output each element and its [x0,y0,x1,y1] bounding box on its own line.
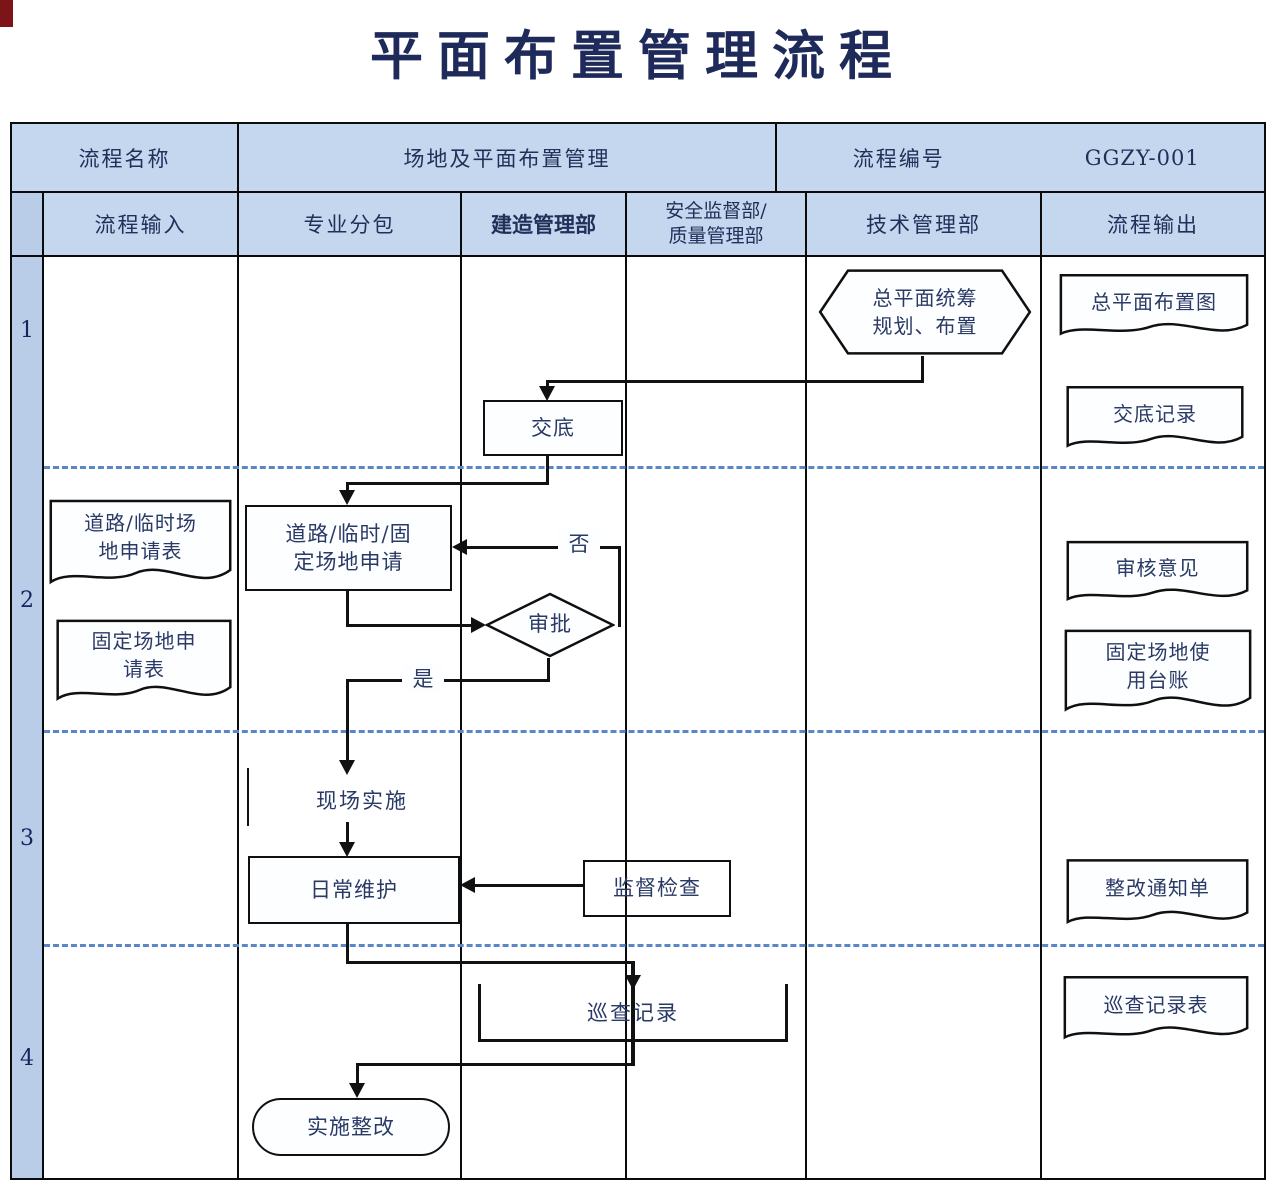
lane-header-subcontractor: 专业分包 [237,191,462,257]
document-rectification-notice: 整改通知单 [1065,858,1250,936]
lane-header-technical-dept: 技术管理部 [805,191,1042,257]
patrol-bracket-left [478,984,481,1042]
lane-header-process-output: 流程输出 [1040,191,1266,257]
connector-yes [346,679,550,682]
node-site-implementation: 现场实施 [316,789,408,813]
body-border-right [1264,255,1266,1180]
connector-no-loop [464,546,621,549]
connector [346,482,349,494]
box-briefing: 交底 [483,400,623,456]
lane-divider-4 [805,255,807,1180]
connector [356,1063,359,1086]
document-review-opinion: 审核意见 [1065,540,1250,612]
lane-header-safety-quality-dept: 安全监督部/ 质量管理部 [625,191,807,257]
arrowhead-into-rectify [349,1083,365,1098]
document-fixed-site-ledger: 固定场地使 用台账 [1063,628,1253,725]
label-no: 否 [558,528,600,558]
header-cell-process-code: 流程编号 GGZY-001 [775,122,1266,193]
connector [356,1063,635,1066]
corner-mark [0,0,13,27]
diamond-approval: 审批 [485,592,615,658]
lane-divider-1 [237,255,239,1180]
row-number-1: 1 [20,318,34,343]
lane-divider-2 [460,255,462,1180]
header-cell-process-name-label: 流程名称 [10,122,239,193]
connector [346,482,549,485]
body-border-bottom [10,1178,1266,1180]
arrowhead-into-apply [339,490,355,505]
document-fixed-site-application: 固定场地申 请表 [55,618,233,714]
row-number-column [10,255,44,1180]
arrowhead-into-briefing [539,386,555,401]
patrol-bracket-bottom [478,1039,788,1042]
lane-header-process-input: 流程输入 [42,191,239,257]
stadium-implement-rectification: 实施整改 [252,1098,450,1156]
document-patrol-record-form: 巡查记录表 [1062,975,1250,1051]
lane-divider-3 [625,255,627,1180]
box-supervision-check: 监督检查 [583,860,731,917]
connector [472,884,583,887]
arrowhead-into-maintain-right [460,877,475,893]
connector [546,455,549,485]
arrowhead-into-maintain [339,842,355,857]
box-daily-maintenance: 日常维护 [248,856,460,924]
connector [346,624,474,627]
phase-divider-1 [44,466,1264,469]
document-briefing-record: 交底记录 [1065,385,1245,459]
connector-yes [547,658,550,682]
lane-header-construction-dept: 建造管理部 [460,191,627,257]
hexagon-master-planning: 总平面统筹 规划、布置 [818,268,1032,356]
body-border-top [42,255,1266,257]
arrowhead-into-approve [471,617,486,633]
connector-yes [346,679,349,764]
connector-no-loop [618,546,621,627]
phase-divider-2 [44,730,1264,733]
arrowhead-no-into-apply [452,539,467,555]
row-number-2: 2 [20,588,34,613]
row-number-4: 4 [20,1046,34,1071]
connector [546,380,549,390]
patrol-bracket-right [785,984,788,1042]
arrowhead-into-implement [339,760,355,775]
box-site-application: 道路/临时/固 定场地申请 [245,505,452,591]
connector [346,961,635,964]
implement-left-tick [247,768,249,826]
phase-divider-3 [44,944,1264,947]
process-code-value: GGZY-001 [1084,145,1200,170]
connector [631,961,635,1066]
page-title: 平面布置管理流程 [370,25,906,87]
connector [921,356,924,383]
connector [346,924,349,964]
connector [346,590,349,627]
lane-divider-5 [1040,255,1042,1180]
connector [546,380,924,383]
document-road-temp-application: 道路/临时场 地申请表 [48,498,233,598]
arrowhead-into-patrol [625,975,641,990]
node-patrol-record: 巡查记录 [587,1001,679,1025]
row-number-3: 3 [20,826,34,851]
process-code-label: 流程编号 [852,146,945,171]
document-master-layout: 总平面布置图 [1058,273,1250,347]
connector [346,822,349,846]
lane-header-corner [10,191,44,257]
label-yes: 是 [402,663,444,693]
header-cell-process-name-value: 场地及平面布置管理 [237,122,777,193]
